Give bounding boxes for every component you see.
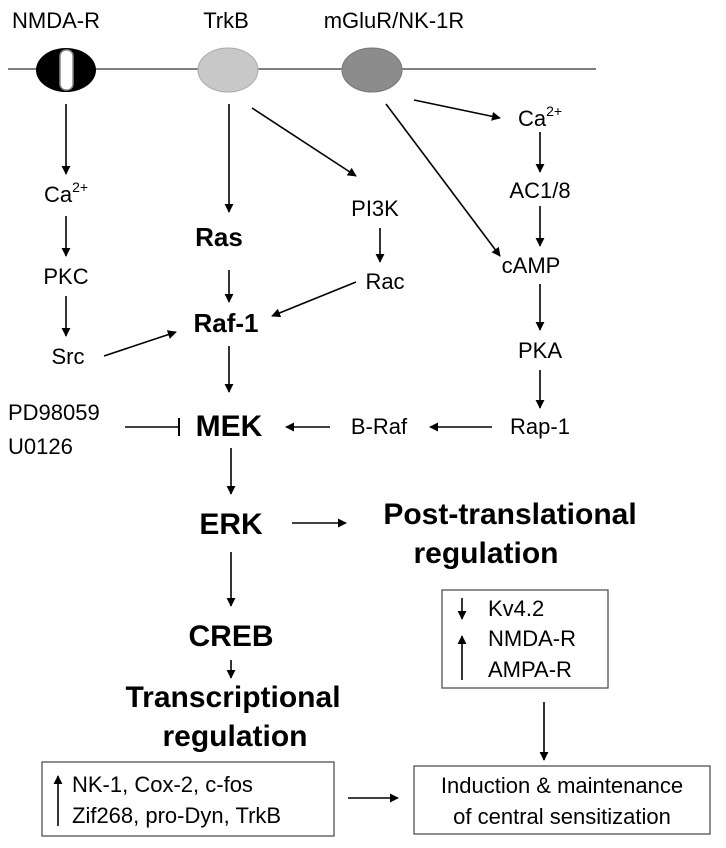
receptor-label-trkb: TrkB xyxy=(203,8,249,33)
inhibitor-u0126: U0126 xyxy=(8,434,73,459)
gene-line-2: Zif268, pro-Dyn, TrkB xyxy=(72,803,281,828)
node-pka: PKA xyxy=(518,338,562,363)
node-pi3k: PI3K xyxy=(351,196,399,221)
channel-nmda-r: NMDA-R xyxy=(488,626,576,651)
nmda-receptor-icon xyxy=(36,48,96,92)
node-ac18: AC1/8 xyxy=(509,178,570,203)
node-camp: cAMP xyxy=(502,253,561,278)
node-src: Src xyxy=(52,344,85,369)
pathway-arrows xyxy=(61,99,549,803)
node-ca-left: Ca2+ xyxy=(44,179,88,207)
receptor-label-mglur: mGluR/NK-1R xyxy=(324,8,465,33)
node-raf1: Raf-1 xyxy=(193,308,258,338)
node-ca-right: Ca2+ xyxy=(518,103,562,131)
arrow-rac-to-raf1 xyxy=(271,281,357,318)
outcome-line-2: of central sensitization xyxy=(453,804,671,829)
post-translational-line2: regulation xyxy=(413,537,558,570)
receptor-label-nmda: NMDA-R xyxy=(12,8,100,33)
arrow-src-to-raf1 xyxy=(103,330,177,357)
gene-expression-box xyxy=(41,761,335,837)
channel-kv42: Kv4.2 xyxy=(488,596,544,621)
mglur-receptor-icon xyxy=(341,47,403,93)
transcriptional-line1: Transcriptional xyxy=(125,681,340,714)
transcriptional-line2: regulation xyxy=(162,720,307,753)
node-creb: CREB xyxy=(188,620,273,653)
channel-ampa-r: AMPA-R xyxy=(488,657,572,682)
arrow-mglur-to-camp xyxy=(385,103,501,257)
node-braf: B-Raf xyxy=(351,414,408,439)
node-rac: Rac xyxy=(365,269,404,294)
arrow-mglur-to-ca xyxy=(413,99,501,121)
gene-line-1: NK-1, Cox-2, c-fos xyxy=(72,772,253,797)
post-translational-line1: Post-translational xyxy=(383,498,636,531)
arrow-trkb-to-pi3k xyxy=(251,107,357,177)
node-erk: ERK xyxy=(199,508,263,541)
node-mek: MEK xyxy=(196,410,263,443)
node-rap1: Rap-1 xyxy=(510,414,570,439)
node-pkc: PKC xyxy=(43,264,88,289)
node-ras: Ras xyxy=(195,222,243,252)
central-sensitization-box xyxy=(413,765,711,835)
outcome-line-1: Induction & maintenance xyxy=(441,773,683,798)
channel-regulation-box xyxy=(441,589,609,689)
trkb-receptor-icon xyxy=(197,47,259,93)
inhibitor-pd98059: PD98059 xyxy=(8,400,100,425)
